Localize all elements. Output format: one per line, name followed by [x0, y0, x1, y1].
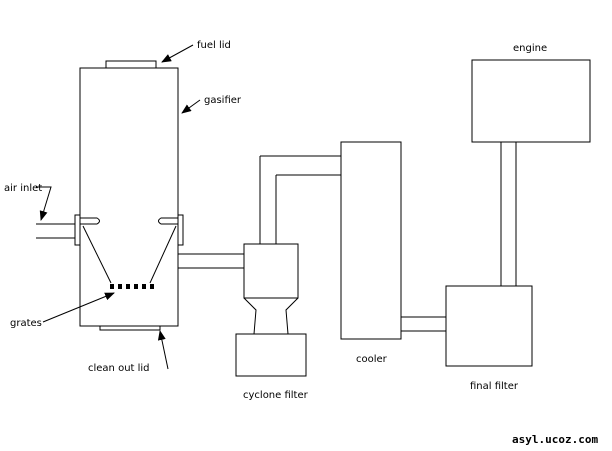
clean-out-lid [99, 325, 161, 331]
air-inlet-arrow [36, 186, 52, 221]
gasifier-arrow [181, 99, 201, 114]
engine [471, 59, 591, 143]
pipe-cyclone-to-cooler [259, 155, 341, 244]
label-grates: grates [10, 318, 42, 329]
label-cooler: cooler [356, 354, 388, 365]
air-inlet-pipe [36, 214, 81, 246]
label-engine: engine [513, 43, 547, 54]
gasifier-body [79, 67, 179, 327]
pipe-cooler-to-final-filter [401, 316, 446, 332]
label-fuel-lid: fuel lid [197, 40, 231, 51]
label-air-inlet: air inlet [4, 183, 42, 194]
cyclone-filter [235, 243, 307, 377]
grates-arrow [42, 292, 115, 323]
pipe-gasifier-to-cyclone [178, 253, 244, 269]
fuel-lid-arrow [161, 44, 194, 63]
label-cyclone-filter: cyclone filter [243, 390, 309, 401]
label-clean-out-lid: clean out lid [88, 363, 150, 374]
pipe-final-filter-to-engine [500, 142, 517, 286]
label-final-filter: final filter [470, 381, 519, 392]
grates [110, 284, 154, 289]
fuel-lid [105, 60, 157, 69]
final-filter [445, 285, 533, 367]
watermark: asyl.ucoz.com [512, 433, 598, 446]
cooler [340, 141, 402, 340]
hearth-funnel [82, 225, 177, 284]
air-nozzles [80, 214, 184, 246]
clean-out-lid-arrow [157, 330, 169, 370]
label-gasifier: gasifier [204, 95, 242, 106]
